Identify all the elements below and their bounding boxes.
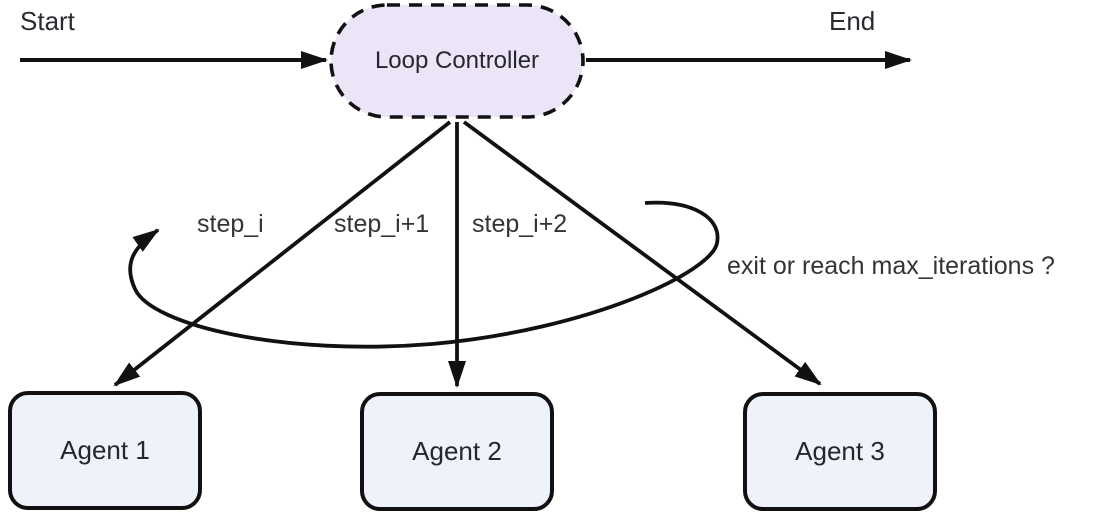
- edge-label-loop-back: exit or reach max_iterations ?: [727, 252, 1055, 280]
- loop-controller-node: [329, 3, 585, 119]
- edge-label-step-i-plus-2: step_i+2: [472, 210, 568, 238]
- edge-loop-back: [128, 200, 720, 349]
- agent3-node: [743, 392, 937, 511]
- agent2-node: [360, 392, 554, 511]
- end-label: End: [829, 6, 876, 36]
- edge-controller-to-agent3: [462, 120, 822, 386]
- start-label: Start: [20, 6, 75, 36]
- edge-controller-to-agent1: [113, 120, 452, 387]
- edge-label-step-i-plus-1: step_i+1: [334, 210, 430, 238]
- edge-label-step-i: step_i: [197, 210, 264, 238]
- agent1-node: [8, 391, 202, 510]
